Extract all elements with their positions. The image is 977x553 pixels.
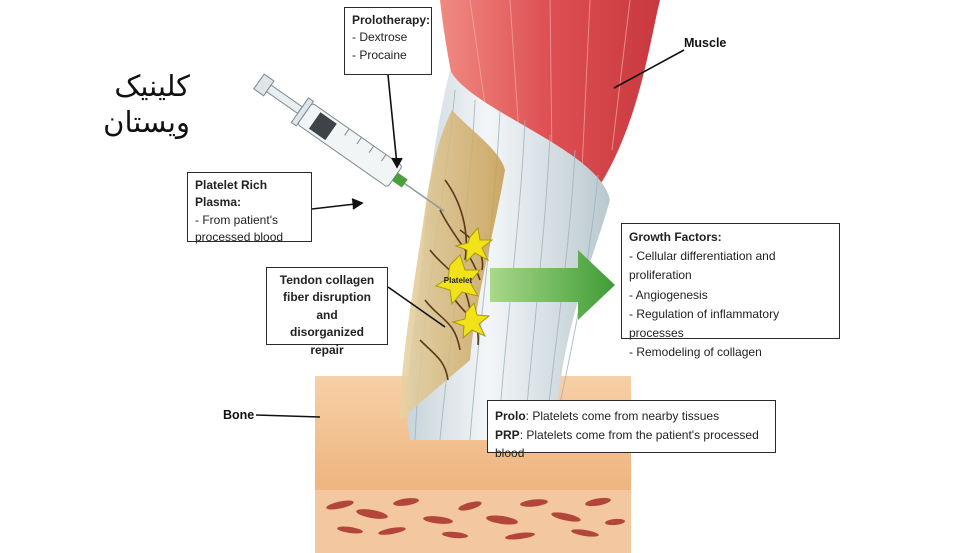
prp-note: PRP: Platelets come from the patient's p… <box>495 426 768 463</box>
bone-marrow <box>326 497 625 540</box>
tendon-line: disorganized repair <box>289 325 364 357</box>
prolo-note: Prolo: Platelets come from nearby tissue… <box>495 407 768 426</box>
clinic-name-line-2: ویستان <box>103 105 190 140</box>
prp-key: PRP <box>495 427 520 442</box>
growth-factor-item: - Regulation of inflammatory processes <box>629 306 780 340</box>
platelet-source-box: Prolo: Platelets come from nearby tissue… <box>487 400 776 460</box>
tendon-disruption-box: Tendon collagen fiber disruption and dis… <box>266 267 388 357</box>
clinic-name-line-1: کلینیک <box>114 69 190 103</box>
clinic-name: کلینیک ویستان <box>90 68 190 141</box>
growth-factor-item: - Angiogenesis <box>629 287 708 302</box>
platelets: Platelet <box>434 226 494 340</box>
muscle-fibers <box>469 0 631 171</box>
prp-text: : Platelets come from the patient's proc… <box>495 427 759 461</box>
tendon-line: fiber disruption and <box>283 290 371 322</box>
syringe <box>253 73 445 212</box>
tendon-line: Tendon collagen <box>279 273 375 287</box>
prolo-key: Prolo <box>495 409 526 423</box>
prp-title: Platelet Rich Plasma: <box>195 178 268 210</box>
prolotherapy-box: Prolotherapy: - Dextrose - Procaine <box>344 7 432 75</box>
prolotherapy-item: - Dextrose <box>352 30 408 45</box>
prolo-text: : Platelets come from nearby tissues <box>525 409 720 423</box>
platelet-label: Platelet <box>444 276 473 285</box>
prp-item: - From patient's <box>195 212 278 227</box>
prolotherapy-item: - Procaine <box>352 47 407 62</box>
prp-box: Platelet Rich Plasma: - From patient's p… <box>187 172 312 244</box>
bone-label: Bone <box>223 408 255 422</box>
growth-factors-title: Growth Factors: <box>629 230 722 244</box>
connector-lines <box>255 49 685 418</box>
growth-arrow <box>490 250 615 320</box>
prolotherapy-title: Prolotherapy: <box>352 13 431 27</box>
muscle-label: Muscle <box>684 36 727 50</box>
growth-factor-item: - Cellular differentiation and prolifera… <box>629 249 776 283</box>
growth-factor-item: - Remodeling of collagen <box>629 345 762 360</box>
prp-item: processed blood <box>195 230 284 245</box>
growth-factors-box: Growth Factors: - Cellular differentiati… <box>621 223 840 359</box>
